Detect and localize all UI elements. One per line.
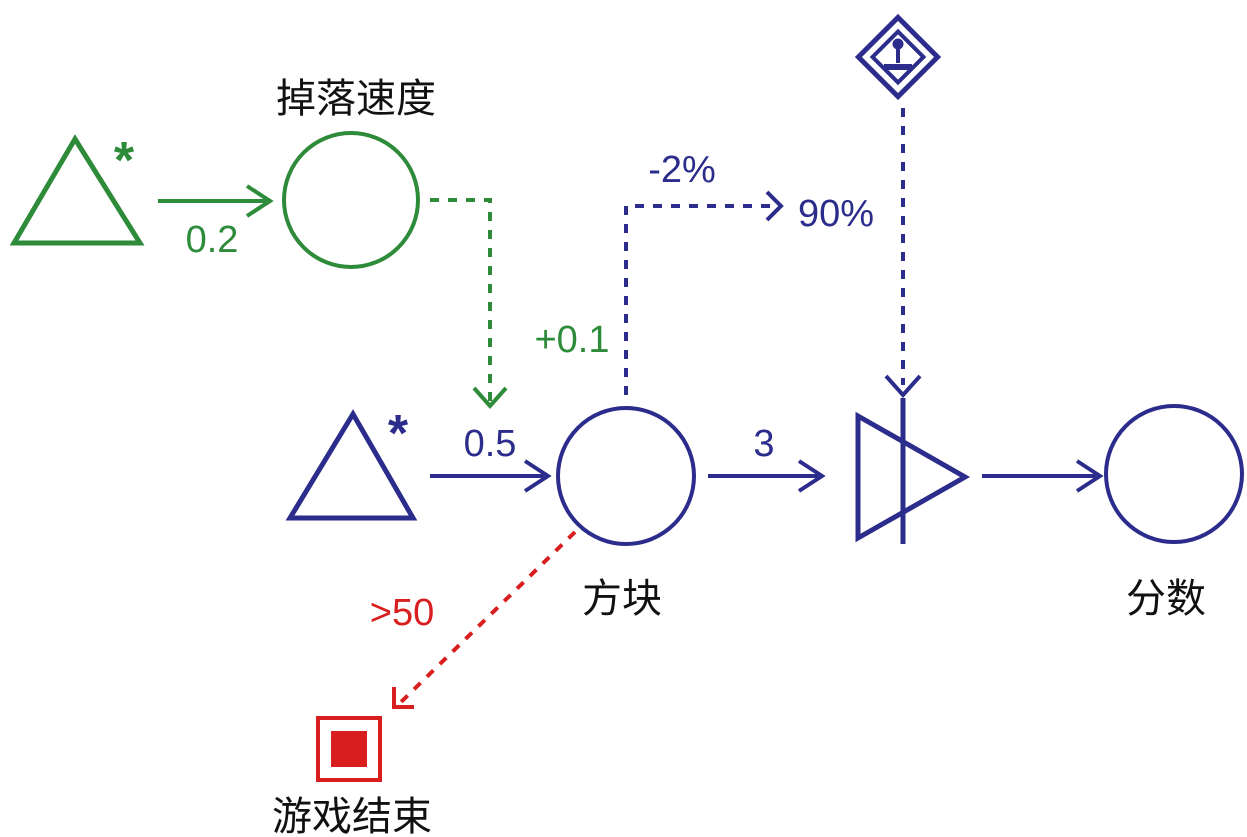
flow-mid-label: 0.5 (464, 423, 517, 465)
arrowhead-icon (884, 374, 922, 398)
player-action[interactable] (854, 13, 942, 101)
percent-gate-label: 90% (798, 193, 874, 235)
pool-drop-speed[interactable]: 掉落速度 (276, 76, 436, 269)
pool-blocks-label: 方块 (582, 576, 662, 622)
blocks-to-percent-label: -2% (648, 149, 716, 191)
converter-icon (855, 411, 971, 543)
end-condition-label: 游戏结束 (272, 794, 432, 837)
source-triangle-icon (9, 134, 145, 246)
arrowhead-icon (797, 459, 826, 493)
pool-score[interactable]: 分数 (1104, 404, 1244, 622)
pool-circle-icon (556, 406, 696, 546)
flow-top[interactable]: 0.2 (158, 184, 274, 261)
blocks-to-converter-flow[interactable]: 3 (708, 423, 826, 493)
blocks-modifier-label: +0.1 (534, 319, 609, 361)
source-top[interactable]: * (9, 132, 145, 246)
converter[interactable] (855, 398, 971, 544)
source-mid[interactable]: * (285, 405, 418, 521)
pool-circle-icon (1104, 404, 1244, 544)
source-mid-marker: * (388, 405, 409, 463)
blocks-to-converter-label: 3 (753, 423, 774, 465)
speed-to-mid-flow[interactable] (430, 198, 508, 410)
arrowhead-icon (245, 184, 274, 218)
pool-blocks[interactable]: 方块 (556, 406, 696, 622)
source-top-marker: * (114, 132, 135, 190)
arrowhead-icon (523, 459, 552, 493)
end-condition-icon (316, 716, 382, 782)
player-action-to-converter-link[interactable] (884, 108, 922, 398)
pool-drop-speed-label: 掉落速度 (276, 76, 436, 122)
arrowhead-icon (392, 687, 414, 709)
converter-to-score-flow[interactable] (982, 459, 1104, 493)
blocks-to-percent-link[interactable]: -2% 90% (624, 149, 874, 395)
source-triangle-icon (285, 409, 418, 521)
pool-circle-icon (282, 131, 420, 269)
arrowhead-icon (765, 190, 784, 222)
interactive-gate-diamond-icon (854, 13, 942, 101)
joystick-icon (892, 38, 904, 50)
end-trigger-link[interactable]: >50 (370, 530, 577, 709)
pool-score-label: 分数 (1126, 576, 1206, 622)
arrowhead-icon (1075, 459, 1104, 493)
end-trigger-label: >50 (370, 592, 434, 634)
flow-top-label: 0.2 (186, 219, 239, 261)
arrowhead-icon (472, 386, 508, 410)
flow-mid[interactable]: 0.5 (430, 423, 552, 493)
end-condition[interactable]: 游戏结束 (272, 716, 432, 837)
